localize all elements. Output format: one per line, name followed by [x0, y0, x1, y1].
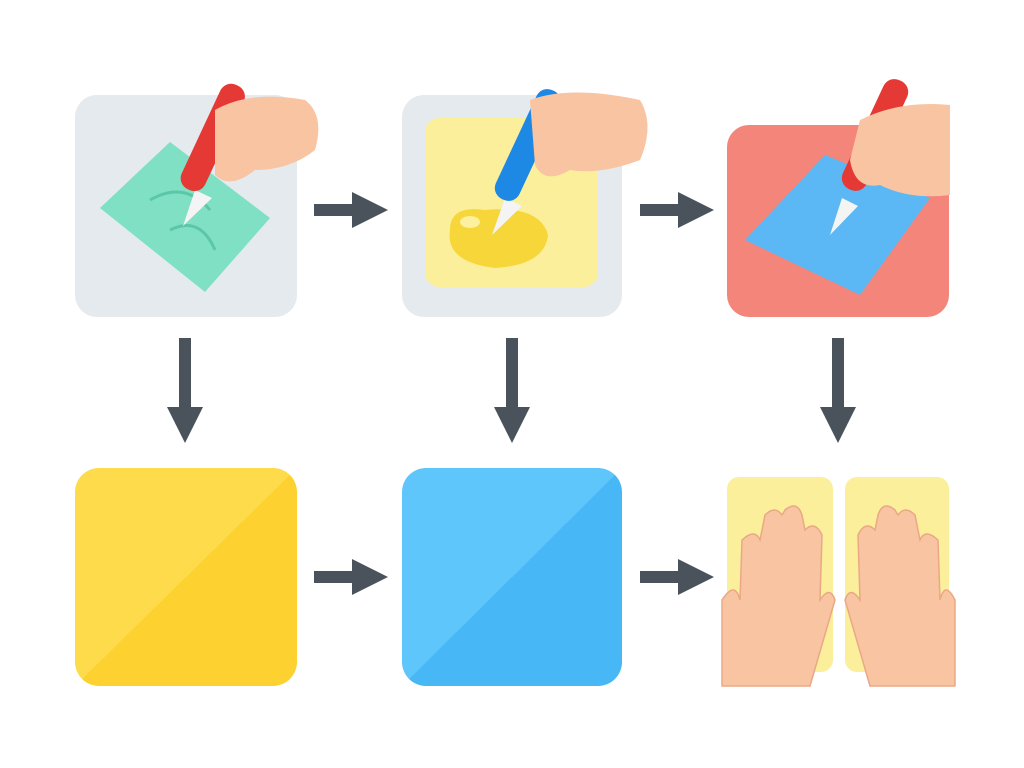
left-hand-icon	[721, 505, 836, 687]
hand-icon	[850, 104, 950, 197]
step-1-pen-on-cloth	[75, 83, 319, 317]
step-2-pen-applying-glue	[402, 89, 648, 317]
step-4-yellow-square	[75, 468, 297, 686]
step-6-hands-pressing-panels	[721, 477, 956, 687]
step-5-blue-square	[402, 468, 622, 686]
hand-icon	[215, 96, 319, 182]
arrows	[167, 192, 856, 595]
cloth-icon	[100, 142, 270, 292]
hand-icon	[530, 92, 648, 177]
step-3-pen-on-blue-sheet	[727, 79, 950, 317]
right-hand-icon	[844, 505, 956, 687]
